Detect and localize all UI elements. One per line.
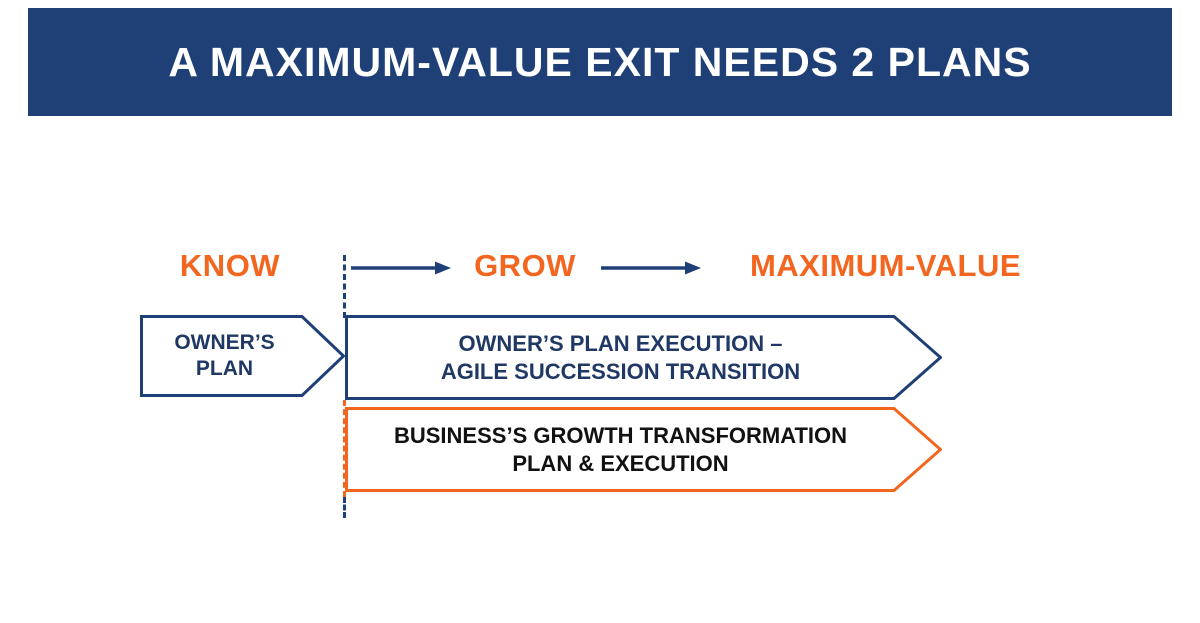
phase-label-grow: GROW — [474, 248, 576, 283]
growth-plan-text: BUSINESS’S GROWTH TRANSFORMATION PLAN & … — [345, 407, 942, 492]
dashed-timeline-bottom — [343, 497, 346, 518]
phase-label-know: KNOW — [179, 248, 281, 283]
growth-plan-line2: PLAN & EXECUTION — [512, 450, 729, 476]
owner-execution-line2: AGILE SUCCESSION TRANSITION — [440, 358, 801, 384]
dashed-timeline-middle — [343, 400, 346, 497]
chevron-shape-icon — [345, 315, 942, 400]
dashed-timeline-top — [343, 255, 346, 318]
owner-plan-chevron: OWNER’S PLAN — [140, 315, 345, 397]
title-banner: A MAXIMUM-VALUE EXIT NEEDS 2 PLANS — [28, 8, 1172, 116]
growth-plan-chevron: BUSINESS’S GROWTH TRANSFORMATION PLAN & … — [345, 407, 942, 492]
slide-title: A MAXIMUM-VALUE EXIT NEEDS 2 PLANS — [168, 38, 1032, 85]
phase-label-maximum-value: MAXIMUM-VALUE — [749, 248, 1022, 283]
growth-plan-line1: BUSINESS’S GROWTH TRANSFORMATION — [393, 423, 848, 448]
owner-plan-line2: PLAN — [195, 357, 254, 380]
chevron-shape-icon — [345, 407, 942, 492]
flow-right-arrow-icon — [351, 259, 451, 277]
owner-execution-text: OWNER’S PLAN EXECUTION – AGILE SUCCESSIO… — [345, 315, 942, 400]
chevron-shape-icon — [140, 315, 345, 397]
owner-execution-chevron: OWNER’S PLAN EXECUTION – AGILE SUCCESSIO… — [345, 315, 942, 400]
owner-plan-text: OWNER’S PLAN — [140, 315, 345, 397]
owner-plan-line1: OWNER’S — [174, 330, 275, 354]
owner-execution-line1: OWNER’S PLAN EXECUTION – — [458, 331, 783, 356]
flow-right-arrow-icon — [601, 259, 701, 277]
